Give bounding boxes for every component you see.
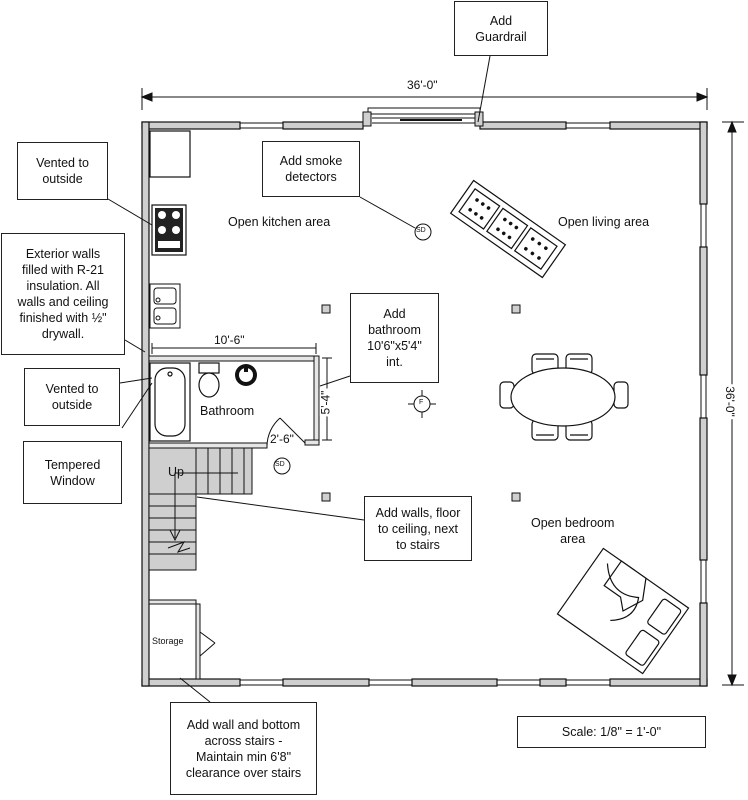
callout-add-guardrail: Add Guardrail bbox=[454, 1, 548, 56]
room-label-living: Open living area bbox=[558, 215, 650, 229]
callout-exterior-walls-line6: drywall. bbox=[41, 327, 85, 341]
room-label-bedroom-line1: Open bedroom bbox=[531, 516, 615, 530]
callout-vented-bottom-line1: Vented to bbox=[45, 382, 99, 396]
callout-add-walls-stairs: Add walls, floor to ceiling, next to sta… bbox=[364, 496, 472, 561]
door-width-label: 2'-6" bbox=[270, 432, 294, 446]
bathroom-width-label: 10'-6" bbox=[212, 333, 247, 347]
callout-exterior-walls: Exterior walls filled with R-21 insulati… bbox=[1, 233, 125, 355]
callout-add-bathroom-line3: 10'6"x5'4" bbox=[367, 339, 422, 353]
callout-add-bathroom-line2: bathroom bbox=[368, 323, 421, 337]
callout-exterior-walls-line2: filled with R-21 bbox=[22, 263, 104, 277]
callout-add-wall-bottom-line4: clearance over stairs bbox=[185, 765, 302, 780]
callout-vented-top-line2: outside bbox=[42, 172, 83, 186]
callout-add-wall-bottom-line2: across stairs - bbox=[204, 733, 283, 748]
room-label-bathroom: Bathroom bbox=[200, 404, 255, 418]
bathroom-depth-label: 5'-4" bbox=[318, 388, 333, 417]
room-label-bedroom: Open bedroom area bbox=[531, 515, 614, 547]
callout-add-wall-bottom: Add wall and bottom across stairs - Main… bbox=[170, 702, 317, 795]
callout-add-walls-stairs-line3: to stairs bbox=[396, 537, 440, 552]
callout-add-smoke-detectors-line1: Add smoke bbox=[279, 154, 343, 168]
overall-width-dimension-line bbox=[140, 88, 709, 110]
toilet bbox=[198, 362, 220, 398]
callout-add-guardrail-line1: Add bbox=[489, 13, 513, 28]
scale-text: Scale: 1/8" = 1'-0" bbox=[561, 725, 662, 739]
scale-label: Scale: 1/8" = 1'-0" bbox=[517, 716, 706, 748]
callout-add-bathroom-line1: Add bbox=[383, 307, 406, 321]
ceiling-fan-symbol bbox=[408, 390, 436, 418]
stove bbox=[151, 204, 187, 256]
bathtub bbox=[149, 362, 191, 442]
room-label-storage: Storage bbox=[152, 636, 184, 646]
bed bbox=[556, 547, 690, 675]
callout-tempered-window-line2: Window bbox=[50, 473, 95, 488]
structural-posts bbox=[321, 304, 521, 502]
bathroom-sink bbox=[235, 364, 257, 386]
overall-width-label: 36'-0" bbox=[405, 78, 440, 92]
callout-vented-top-line1: Vented to bbox=[36, 156, 89, 170]
callout-add-walls-stairs-line1: Add walls, floor bbox=[375, 505, 461, 520]
callout-add-guardrail-line2: Guardrail bbox=[475, 29, 527, 44]
callout-tempered-window-line1: Tempered bbox=[44, 457, 101, 472]
callout-vented-to-outside-bottom: Vented to outside bbox=[24, 368, 120, 426]
callout-add-wall-bottom-line1: Add wall and bottom bbox=[186, 717, 301, 732]
callout-add-wall-bottom-line3: Maintain min 6'8" bbox=[195, 749, 292, 764]
callout-exterior-walls-line3: insulation. All bbox=[26, 279, 100, 293]
callout-exterior-walls-line4: walls and ceiling bbox=[17, 295, 109, 309]
bathroom-door bbox=[266, 417, 306, 447]
smoke-detector-kitchen-label: SD bbox=[416, 227, 426, 234]
storage-closet bbox=[148, 599, 216, 680]
lounge-chair bbox=[449, 179, 567, 279]
room-label-kitchen: Open kitchen area bbox=[228, 215, 331, 229]
exterior-walls bbox=[141, 121, 708, 687]
room-label-bedroom-line2: area bbox=[560, 532, 586, 546]
callout-add-bathroom: Add bathroom 10'6"x5'4" int. bbox=[350, 293, 439, 383]
callout-add-walls-stairs-line2: to ceiling, next bbox=[378, 521, 458, 536]
smoke-detector-stairs-label: SD bbox=[275, 461, 285, 468]
smoke-detector-symbols bbox=[273, 223, 432, 475]
ceiling-fan-label: F bbox=[419, 399, 424, 406]
callout-vented-to-outside-top: Vented to outside bbox=[17, 142, 108, 200]
callout-add-smoke-detectors: Add smoke detectors bbox=[262, 141, 360, 197]
callout-tempered-window: Tempered Window bbox=[23, 441, 122, 504]
callout-add-smoke-detectors-line2: detectors bbox=[285, 170, 337, 184]
dining-table bbox=[499, 353, 629, 441]
kitchen-sink bbox=[149, 283, 181, 329]
overall-depth-label: 36'-0" bbox=[722, 384, 737, 419]
staircase bbox=[148, 447, 253, 571]
stairs-up-label: Up bbox=[168, 465, 184, 479]
callout-leader-lines bbox=[107, 55, 491, 703]
callout-exterior-walls-line5: finished with ½" bbox=[19, 311, 107, 325]
sliding-door bbox=[362, 107, 484, 127]
callout-exterior-walls-line1: Exterior walls bbox=[25, 247, 101, 261]
callout-add-bathroom-line4: int. bbox=[386, 355, 403, 369]
callout-vented-bottom-line2: outside bbox=[51, 398, 93, 412]
windows bbox=[240, 122, 707, 686]
refrigerator bbox=[149, 130, 191, 178]
